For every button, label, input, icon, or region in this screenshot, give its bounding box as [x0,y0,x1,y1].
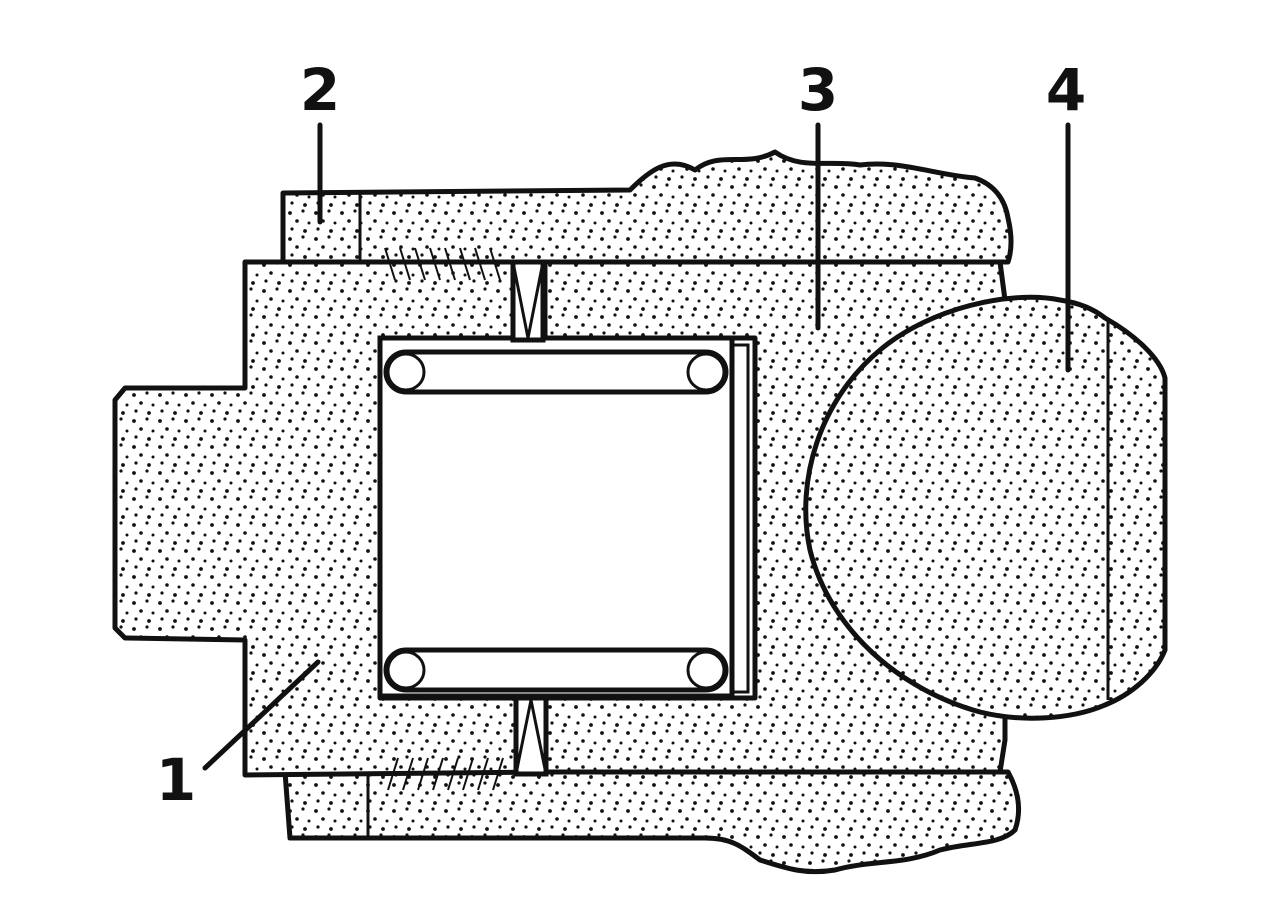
channel-bottom [513,695,549,777]
leader-line-1 [202,659,321,771]
cavity-window [377,335,735,699]
inner-cavity [377,335,735,699]
roller-top [383,349,729,395]
thread-hatching [384,247,504,791]
callout-label-1: 1 [156,746,196,814]
roller-bottom-left-end [386,650,426,690]
channel-top-wedge [511,261,545,339]
thread-hatch-bottom [387,757,504,791]
callout-label-4: 4 [1046,56,1086,124]
split-channels [510,259,549,777]
roller-top-left-end [386,352,426,392]
thread-hatch-top [384,247,501,281]
roller-bottom [383,647,729,693]
callout-labels: 1 2 3 4 [156,56,1086,814]
channel-bottom-wedge [514,699,548,775]
callout-label-3: 3 [798,56,838,124]
roller-bottom-right-end [686,650,726,690]
roller-top-right-end [686,352,726,392]
sleeve-part-2 [280,149,1021,875]
ball-part-4 [803,294,1168,721]
callout-label-2: 2 [300,56,340,124]
sleeve-bottom-strip [282,769,1021,875]
channel-top [510,259,546,343]
leader-lines [202,122,1071,771]
ball-outline [803,294,1168,721]
sleeve-top-strip [280,149,1014,265]
